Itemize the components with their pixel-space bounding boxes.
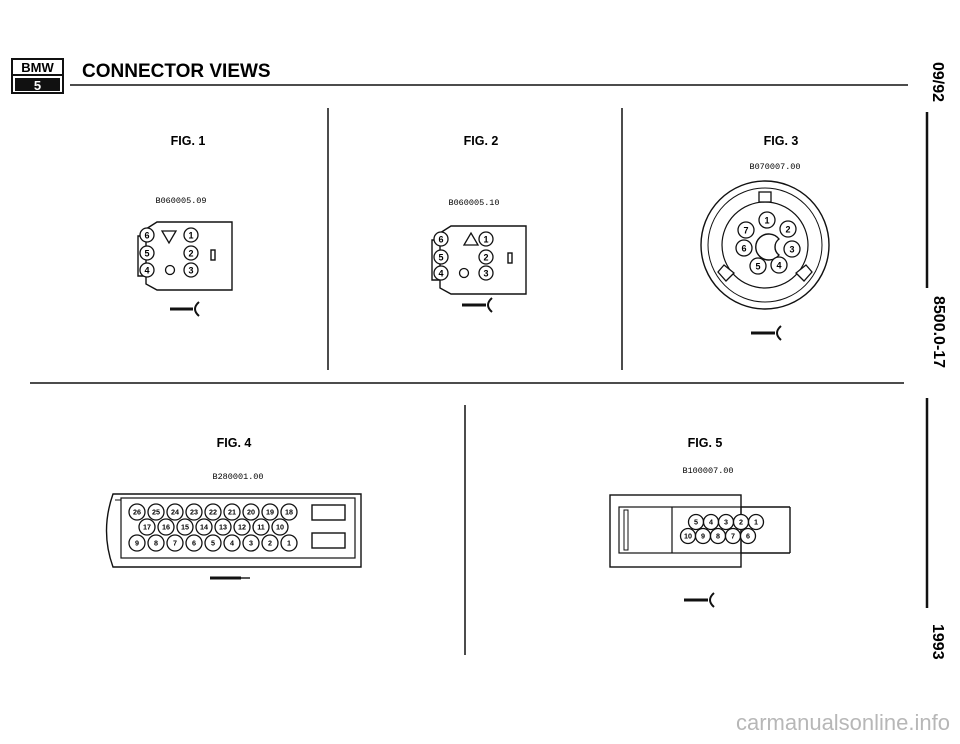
side-date: 09/92 [929,62,946,102]
figure-2-label: FIG. 2 [464,134,499,148]
figure-5-pin: 4 [709,518,713,527]
figure-4: FIG. 4 B280001.00 26 25 24 23 22 21 20 1… [105,436,362,580]
figure-1-pin: 3 [188,266,193,276]
figure-3-pin: 6 [741,244,746,254]
figure-2-code: B060005.10 [448,198,499,208]
figure-4-pin: 5 [211,539,215,548]
figure-5-pin: 2 [739,518,743,527]
figure-2-pin: 6 [438,235,443,245]
figure-5-pin: 8 [716,532,720,541]
figure-4-pin: 14 [200,523,208,532]
side-code: 8500.0-17 [930,296,947,368]
figure-3-code: B070007.00 [749,162,800,172]
figure-3-pin: 3 [789,245,794,255]
figure-2-pin: 2 [483,253,488,263]
figure-4-pin: 25 [152,508,160,517]
figure-4-pin: 12 [238,523,246,532]
figure-4-pin: 21 [228,508,236,517]
figure-4-pin: 24 [171,508,179,517]
figure-3-pin: 4 [776,261,781,271]
figure-4-pin: 16 [162,523,170,532]
figure-5-pin: 5 [694,518,698,527]
figure-1: FIG. 1 B060005.09 6 1 5 2 4 3 [137,134,233,317]
figure-4-pin: 23 [190,508,198,517]
figure-4-pin: 13 [219,523,227,532]
figure-5-pin: 3 [724,518,728,527]
figure-1-pin: 2 [188,249,193,259]
figure-3-pin: 1 [764,216,769,226]
figure-4-pin: 7 [173,539,177,548]
logo-bottom-text: 5 [34,78,41,93]
figure-4-pin: 10 [276,523,284,532]
figure-1-pin: 5 [144,249,149,259]
figure-5-pin: 7 [731,532,735,541]
figure-2: FIG. 2 B060005.10 6 1 5 2 4 3 [431,134,527,313]
view-direction-icon [684,592,715,608]
figure-3-pin: 5 [755,262,760,272]
figure-4-pin: 4 [230,539,234,548]
bmw-logo: BMW 5 [11,58,64,94]
figure-4-pin: 26 [133,508,141,517]
view-direction-icon [462,297,493,313]
figure-5-code: B100007.00 [682,466,733,476]
figure-4-pin: 22 [209,508,217,517]
figure-3-label: FIG. 3 [764,134,799,148]
figure-1-pin: 6 [144,231,149,241]
figure-1-pin: 4 [144,266,149,276]
figure-4-pin: 8 [154,539,158,548]
figure-1-pin: 1 [188,231,193,241]
figure-1-code: B060005.09 [155,196,206,206]
triangle-down-icon [160,230,178,245]
figure-4-pin: 6 [192,539,196,548]
figure-4-pin: 18 [285,508,293,517]
figure-5-label: FIG. 5 [688,436,723,450]
logo-top-text: BMW [21,60,54,75]
figure-4-pin: 15 [181,523,189,532]
round-connector-body [700,180,830,310]
figure-5-pin: 6 [746,532,750,541]
figure-2-pin: 4 [438,269,443,279]
figure-5-pin: 1 [754,518,758,527]
figure-4-pin: 3 [249,539,253,548]
figure-4-pin: 11 [257,523,265,532]
view-direction-icon [751,325,782,341]
side-year: 1993 [929,624,946,660]
figure-3-pin: 7 [743,226,748,236]
triangle-up-icon [462,231,480,246]
figure-4-pin: 19 [266,508,274,517]
figure-5-pin: 9 [701,532,705,541]
figure-2-pin: 3 [483,269,488,279]
key-circle-icon [458,267,470,279]
figure-2-pin: 5 [438,253,443,263]
figure-2-pin: 1 [483,235,488,245]
figure-5-pin: 10 [684,532,692,541]
figure-4-code: B280001.00 [212,472,263,482]
figure-4-pin: 9 [135,539,139,548]
figure-4-pin: 2 [268,539,272,548]
view-direction-icon [170,301,200,317]
page-title: CONNECTOR VIEWS [82,61,271,82]
figure-1-label: FIG. 1 [171,134,206,148]
figure-4-pin: 1 [287,539,291,548]
connector-26pin-housing [105,493,362,568]
key-circle-icon [164,264,176,276]
figure-3: FIG. 3 B070007.00 1 7 2 6 3 5 4 [700,134,830,341]
figure-5: FIG. 5 B100007.00 5 4 3 2 1 10 9 8 7 6 [609,436,791,608]
figure-4-label: FIG. 4 [217,436,252,450]
figure-4-pin: 20 [247,508,255,517]
figure-4-pin: 17 [143,523,151,532]
watermark-text: carmanualsonline.info [736,710,950,735]
figure-3-pin: 2 [785,225,790,235]
